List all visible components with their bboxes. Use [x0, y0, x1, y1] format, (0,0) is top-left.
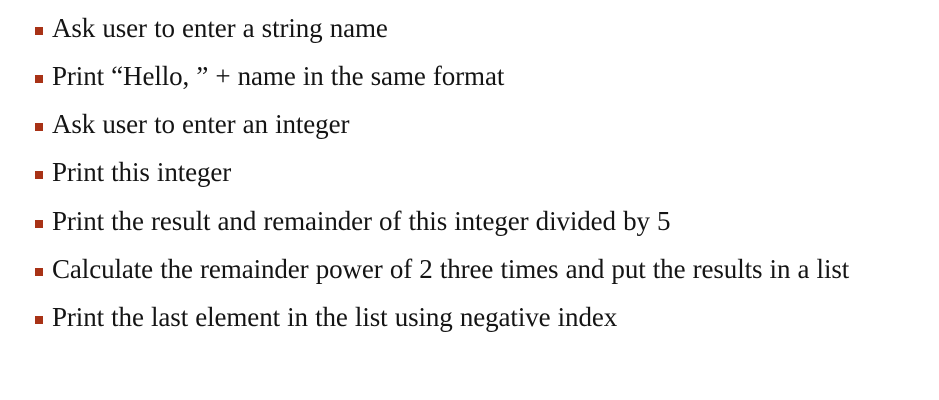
list-item: Print this integer [20, 158, 919, 187]
square-bullet-icon [35, 123, 43, 132]
list-item-label: Print this integer [52, 157, 232, 188]
list-item-label: Print “Hello, ” + name in the same forma… [52, 61, 505, 92]
instruction-bullet-list: Ask user to enter a string name Print “H… [20, 13, 919, 332]
list-item-label: Print the result and remainder of this i… [52, 205, 671, 236]
list-item: Ask user to enter a string name [20, 13, 919, 43]
square-bullet-icon [35, 219, 43, 228]
square-bullet-icon [35, 27, 43, 35]
list-item: Print the last element in the list using… [20, 301, 919, 332]
list-item-label: Print the last element in the list using… [52, 301, 618, 332]
square-bullet-icon [35, 315, 43, 324]
list-item-label: Calculate the remainder power of 2 three… [52, 253, 850, 284]
square-bullet-icon [35, 171, 43, 180]
list-item: Print “Hello, ” + name in the same forma… [20, 61, 919, 92]
list-item: Print the result and remainder of this i… [20, 205, 919, 236]
square-bullet-icon [35, 267, 43, 276]
list-item-label: Ask user to enter an integer [52, 109, 350, 140]
square-bullet-icon [35, 75, 43, 84]
list-item-label: Ask user to enter a string name [52, 13, 388, 43]
list-item: Calculate the remainder power of 2 three… [20, 253, 919, 284]
list-item: Ask user to enter an integer [20, 110, 919, 139]
